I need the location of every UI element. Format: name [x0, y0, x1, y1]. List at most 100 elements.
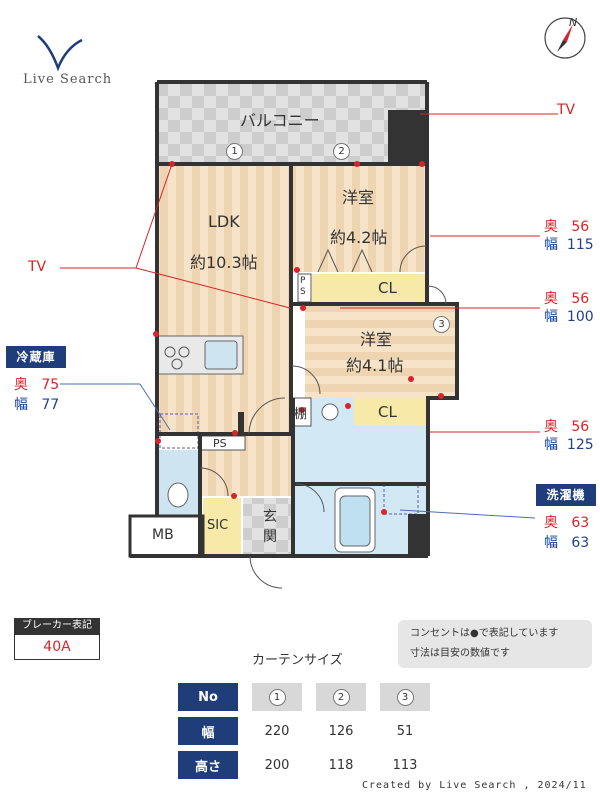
note-line-1: コンセントは●で表記しています	[410, 628, 559, 639]
outlet-dot	[345, 403, 351, 409]
outlet-dot	[408, 376, 414, 382]
aircon-unit	[388, 110, 428, 164]
depth-value: 56	[571, 419, 590, 435]
sic-label: SIC	[207, 518, 229, 533]
legend-note: コンセントは●で表記しています 寸法は目安の数値です	[398, 620, 592, 668]
outlet-dot	[294, 267, 300, 273]
width-value: 100	[566, 309, 594, 325]
note-line-2: 寸法は目安の数値です	[410, 648, 510, 659]
width-value: 115	[566, 237, 594, 253]
depth-label: 奥	[544, 219, 558, 235]
washer-width-value: 63	[571, 535, 590, 551]
washer-depth-value: 63	[571, 515, 590, 531]
compass-icon	[544, 17, 586, 59]
entrance-area	[243, 498, 293, 556]
fridge-dims: 奥 75 幅 77	[14, 376, 59, 414]
ps-horizontal-label: PS	[213, 437, 227, 450]
stove-burner	[164, 346, 176, 358]
curtain-no-header: No	[178, 683, 238, 711]
wall-stub	[238, 412, 244, 434]
outlet-dot	[231, 493, 237, 499]
floor-plan	[60, 80, 558, 589]
footer-credit: Created by Live Search , 2024/11	[362, 780, 587, 791]
room1-name: 洋室	[342, 188, 375, 207]
window-number-1: 1	[226, 143, 243, 160]
tv-label-right: TV	[557, 102, 576, 118]
washer-width-label: 幅	[544, 535, 558, 551]
curtain-width-1: 220	[264, 723, 290, 739]
balcony-label: バルコニー	[240, 111, 320, 130]
room1-floor	[291, 164, 428, 272]
outlet-dot	[169, 161, 175, 167]
washer-depth-label: 奥	[544, 515, 558, 531]
fridge-title: 冷蔵庫	[6, 346, 66, 368]
compass: N	[543, 16, 587, 60]
tv-label-left: TV	[28, 259, 47, 275]
fridge-depth-label: 奥	[14, 377, 28, 393]
wall-corner	[408, 514, 428, 556]
shelf-label: 棚	[294, 407, 308, 422]
outlet-dot	[155, 438, 161, 444]
dim-closet2: 奥 56 幅 125	[544, 418, 594, 454]
kitchen-sink	[204, 340, 238, 370]
window-marker-3: 3	[433, 312, 450, 333]
ldk-floor	[157, 164, 291, 434]
outlet-dot	[419, 161, 425, 167]
fridge-depth-value: 75	[41, 377, 60, 393]
curtain-height-1: 200	[264, 757, 290, 773]
outlet-dot	[299, 407, 305, 413]
window-marker-1: 1	[226, 139, 243, 160]
curtain-width-row: 幅 220 126 51	[178, 717, 430, 745]
width-label: 幅	[544, 437, 558, 453]
curtain-table: No 1 2 3 幅 220 126 51 高さ 200 118 113	[164, 677, 444, 785]
curtain-header-row: No 1 2 3	[178, 683, 430, 711]
window-number-2: 2	[333, 143, 350, 160]
ps-vertical-label: PS	[300, 276, 306, 297]
depth-label: 奥	[544, 419, 558, 435]
washer-dims: 奥 63 幅 63	[544, 514, 589, 552]
outlet-dot	[438, 393, 444, 399]
curtain-title: カーテンサイズ	[252, 653, 343, 668]
curtain-height-2: 118	[328, 757, 354, 773]
stove-burner	[171, 358, 183, 370]
depth-value: 56	[571, 291, 590, 307]
closet1	[312, 274, 428, 302]
curtain-height-label: 高さ	[178, 751, 238, 779]
curtain-height-3: 113	[392, 757, 418, 773]
window-number-3: 3	[433, 316, 450, 333]
width-label: 幅	[544, 237, 558, 253]
curtain-number-1: 1	[268, 688, 286, 706]
toilet-bowl	[167, 482, 189, 508]
logo-mark-icon	[37, 35, 83, 72]
breaker-value: 40A	[14, 634, 100, 660]
sic-area	[203, 498, 241, 556]
mb-label: MB	[152, 527, 174, 543]
fridge-space	[159, 413, 199, 449]
breaker-title: ブレーカー表記	[14, 618, 100, 634]
room2-floor	[305, 304, 455, 398]
room2-name: 洋室	[360, 330, 393, 349]
breaker-box: ブレーカー表記 40A	[14, 618, 100, 660]
curtain-width-3: 51	[396, 723, 414, 739]
curtain-height-row: 高さ 200 118 113	[178, 751, 430, 779]
washbasin	[321, 403, 339, 421]
fridge-width-label: 幅	[14, 397, 28, 413]
window-marker-2: 2	[333, 139, 350, 160]
width-value: 125	[566, 437, 594, 453]
dim-room2-closet: 奥 56 幅 100	[544, 290, 594, 326]
ldk-name: LDK	[208, 212, 240, 231]
bathtub-inner	[339, 495, 371, 547]
entrance-label: 玄関	[263, 509, 277, 545]
ldk-size: 約10.3帖	[190, 253, 258, 272]
depth-value: 56	[571, 219, 590, 235]
room1-size: 約4.2帖	[330, 228, 388, 247]
curtain-width-2: 126	[328, 723, 354, 739]
balcony-area	[157, 82, 427, 162]
closet2-label: CL	[378, 403, 397, 421]
curtain-width-label: 幅	[178, 717, 238, 745]
dim-closet1: 奥 56 幅 115	[544, 218, 594, 254]
fridge-width-value: 77	[41, 397, 60, 413]
room2-size: 約4.1帖	[346, 356, 404, 375]
closet2	[354, 398, 426, 426]
outlet-dot	[153, 331, 159, 337]
